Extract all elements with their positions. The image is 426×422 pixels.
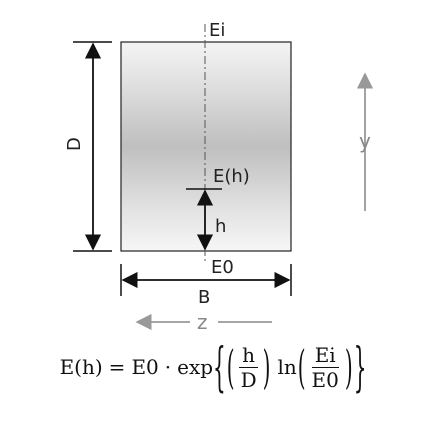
formula-lhs: E(h): [59, 355, 103, 379]
formula-dot: ·: [164, 355, 172, 379]
beam-section: [120, 41, 292, 252]
formula-base: E0: [131, 355, 159, 379]
formula-exp: exp: [177, 355, 214, 379]
ratio2-denominator: E0: [311, 367, 339, 392]
paren-open-1: (: [226, 339, 235, 395]
label-b: B: [198, 287, 210, 308]
label-d: D: [64, 137, 85, 151]
ratio-ei-over-e0: Ei E0: [309, 343, 342, 392]
label-z: z: [197, 310, 208, 334]
formula-ln: ln: [277, 355, 297, 379]
paren-close-2: ): [344, 339, 353, 395]
label-y: y: [359, 129, 371, 153]
ratio1-denominator: D: [240, 367, 257, 392]
ratio2-numerator: Ei: [311, 343, 339, 368]
label-eh: E(h): [213, 166, 250, 187]
label-ei: Ei: [209, 20, 225, 41]
label-h: h: [215, 216, 226, 237]
brace-close: }: [353, 335, 367, 399]
formula-equals: =: [108, 355, 126, 379]
label-e0: E0: [211, 257, 234, 278]
modulus-formula: E(h) = E0 · exp { ( h D ) ln ( Ei E0 ) }: [0, 332, 426, 402]
paren-open-2: (: [297, 339, 306, 395]
ratio-h-over-d: h D: [238, 343, 260, 392]
ratio1-numerator: h: [239, 343, 259, 368]
paren-close-1: ): [262, 339, 271, 395]
brace-open: {: [213, 335, 226, 399]
